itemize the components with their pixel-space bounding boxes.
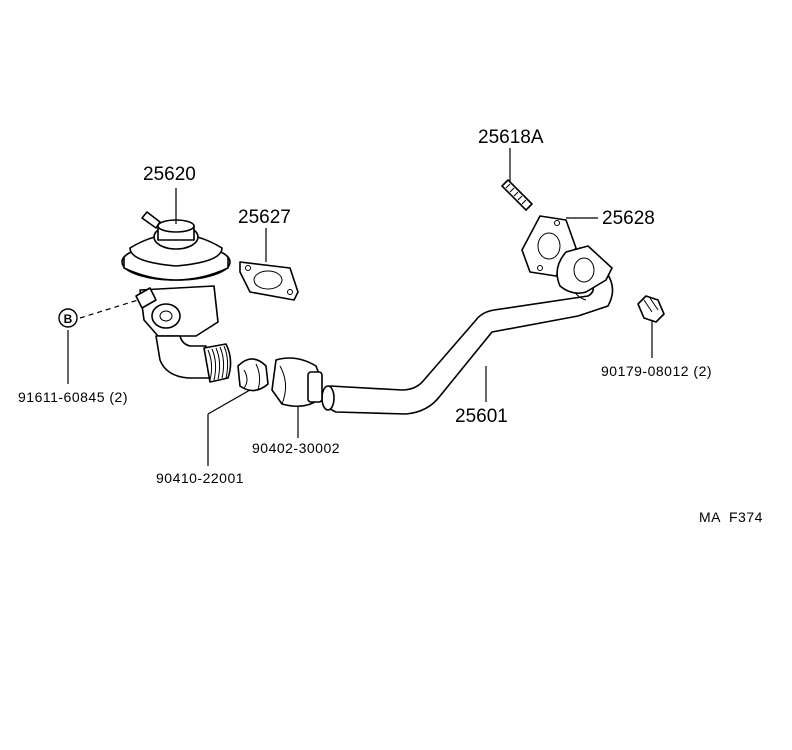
- nut-90179-drawing: [637, 295, 665, 323]
- gasket-25627-drawing: [239, 261, 299, 301]
- part-label-25627: 25627: [238, 207, 291, 228]
- part-label-90410-22001: 90410-22001: [156, 470, 244, 486]
- stud-25618A-drawing: [501, 179, 533, 211]
- part-label-25601: 25601: [455, 406, 508, 427]
- part-label-91611-60845: 91611-60845 (2): [18, 389, 128, 405]
- part-label-25628: 25628: [602, 208, 655, 229]
- union-90410-drawing: [237, 358, 269, 392]
- reference-letter-b: B: [64, 312, 73, 326]
- egr-valve-drawing: [121, 211, 232, 383]
- part-label-90402-30002: 90402-30002: [252, 440, 340, 456]
- leader-lines: [67, 148, 653, 466]
- egr-pipe-drawing: [321, 245, 614, 415]
- diagram-code: MA F374: [699, 509, 763, 525]
- reference-circle-b: [58, 308, 78, 328]
- part-label-90179-08012: 90179-08012 (2): [601, 363, 712, 379]
- part-label-25620: 25620: [143, 164, 196, 185]
- union-90402-drawing: [271, 357, 323, 408]
- part-label-25618A: 25618A: [478, 127, 544, 148]
